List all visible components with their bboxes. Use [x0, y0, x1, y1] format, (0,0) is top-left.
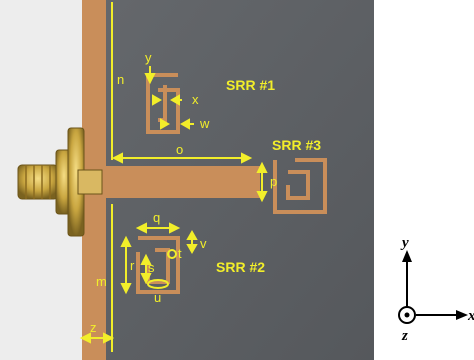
- sma-connector: [17, 127, 103, 237]
- label-r: r: [130, 258, 135, 273]
- axis-label-z: z: [401, 328, 408, 344]
- label-w: w: [199, 116, 210, 131]
- srr-labels: SRR #1 SRR #3 SRR #2: [216, 77, 321, 275]
- label-o: o: [176, 142, 183, 157]
- srr3-resonator: [273, 158, 327, 214]
- srr1-label: SRR #1: [226, 77, 275, 93]
- label-x: x: [192, 92, 199, 107]
- coordinate-axes: y x z: [398, 235, 474, 344]
- label-v: v: [200, 236, 207, 251]
- axis-label-x: x: [467, 308, 474, 324]
- label-u: u: [154, 290, 161, 305]
- label-p: p: [270, 174, 277, 189]
- feed-line: [100, 166, 260, 198]
- label-y: y: [145, 50, 152, 65]
- dimension-labels: n o p m z y x w q r s t u v: [90, 50, 277, 335]
- label-s: s: [148, 260, 155, 275]
- dimension-lines: [79, 2, 268, 352]
- srr2-label: SRR #2: [216, 259, 265, 275]
- label-m: m: [96, 274, 107, 289]
- label-n: n: [117, 72, 124, 87]
- label-q: q: [153, 210, 160, 225]
- label-t: t: [178, 246, 182, 261]
- label-z: z: [90, 320, 97, 335]
- axis-label-y: y: [400, 235, 409, 251]
- srr3-label: SRR #3: [272, 137, 321, 153]
